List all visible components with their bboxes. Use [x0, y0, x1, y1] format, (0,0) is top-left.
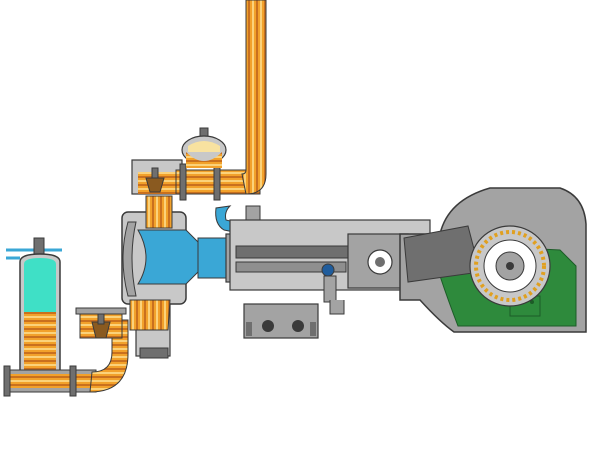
oil-return — [243, 300, 345, 339]
rod-lower — [235, 261, 347, 273]
flange-2 — [69, 365, 77, 397]
suction-line — [3, 307, 129, 397]
crosshead-pin-center — [375, 257, 385, 267]
piston-face — [197, 237, 229, 279]
oil-tank-foot-right — [310, 322, 316, 336]
oil-tank — [243, 303, 319, 339]
flange-1 — [3, 365, 11, 397]
air-valve-stem — [33, 237, 45, 255]
discharge-line — [175, 0, 267, 201]
tank-fluid — [24, 312, 56, 370]
discharge-flange-2 — [213, 163, 221, 201]
suction-air-chamber — [6, 237, 62, 373]
bearing-rollers — [474, 230, 546, 302]
suction-line-fluid — [10, 374, 92, 388]
discharge-valve — [131, 159, 183, 195]
crosshead — [347, 233, 409, 289]
air-chamber-fluid — [186, 152, 222, 168]
oil-tank-port-right — [292, 320, 304, 332]
rod-oiler — [321, 263, 335, 277]
suction-valve-flange — [75, 307, 127, 315]
crankshaft — [469, 225, 551, 307]
cylinder-head — [122, 221, 137, 297]
discharge-air-chamber — [181, 127, 227, 168]
pumped-fluid-chamber — [137, 229, 201, 285]
discharge-riser — [241, 0, 267, 195]
air-chamber-gas — [188, 141, 220, 152]
chamber-inlet-duct — [129, 299, 171, 331]
valve-stem — [97, 313, 105, 325]
suction-valve — [91, 313, 111, 339]
oil-tank-port-left — [262, 320, 274, 332]
oil-drain — [530, 300, 534, 304]
discharge-flange-1 — [179, 163, 187, 201]
discharge-valve-stem — [151, 167, 159, 179]
drain-connector — [323, 275, 337, 303]
air-volume — [24, 258, 56, 312]
oil-tank-foot-left — [246, 322, 252, 336]
chamber-outlet-duct — [145, 195, 173, 229]
pump-chamber — [121, 195, 201, 359]
oil-return-pipe — [329, 300, 345, 315]
crankshaft-axle — [506, 262, 514, 270]
pump-foot — [139, 347, 169, 359]
